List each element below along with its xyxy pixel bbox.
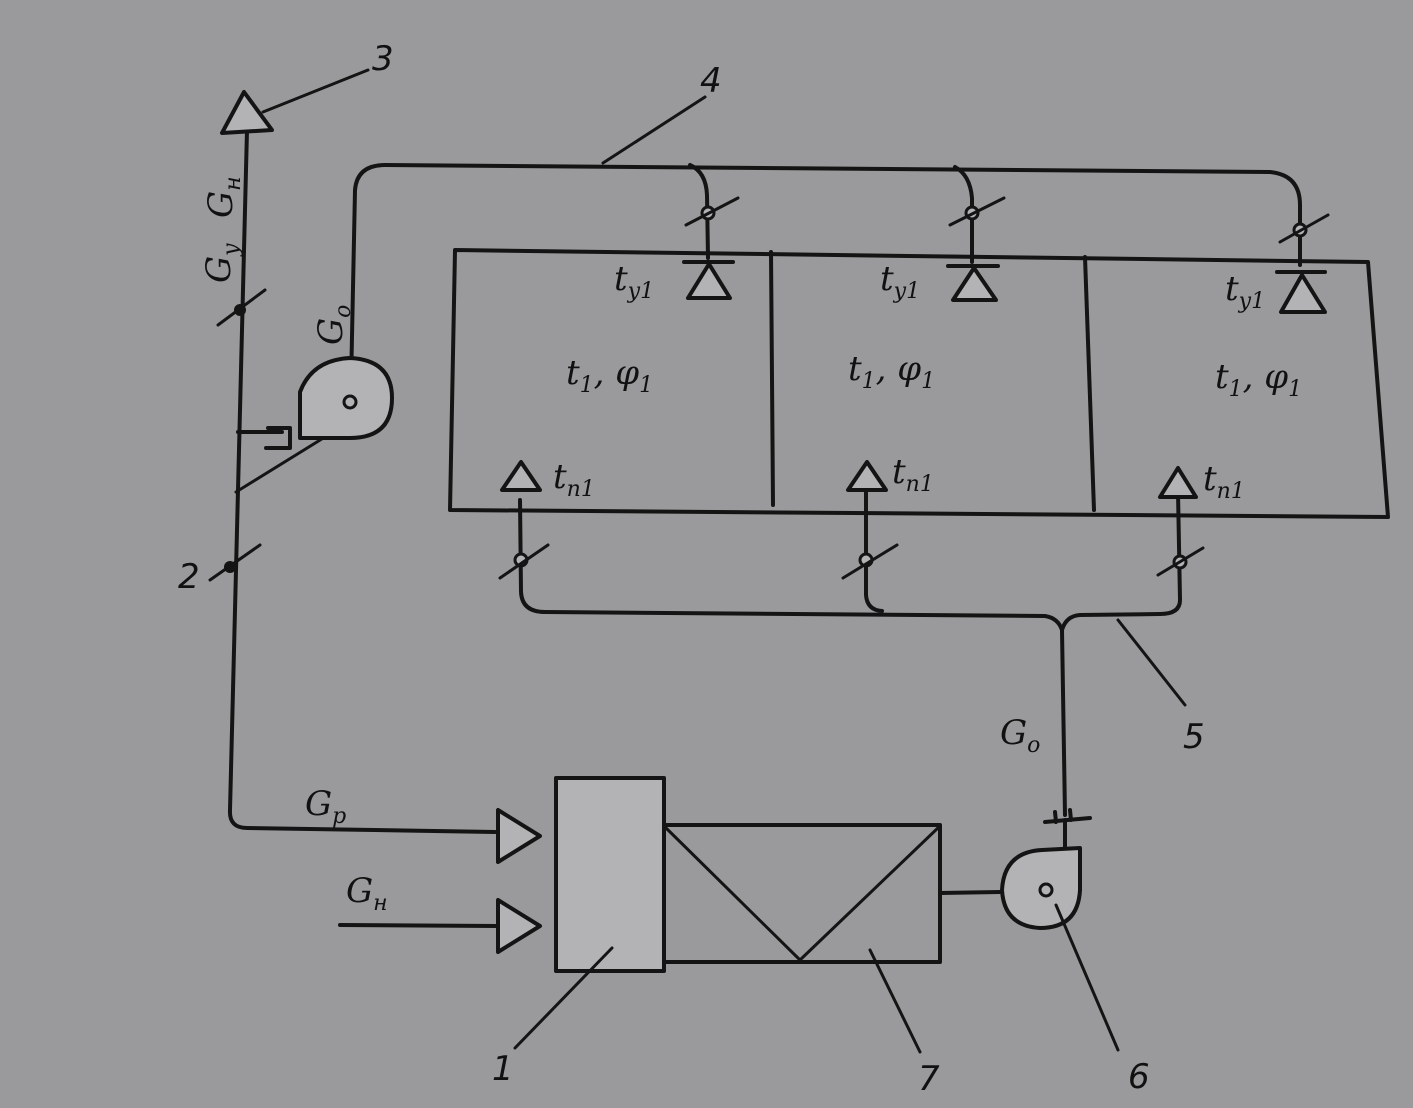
supply-duct — [498, 460, 1205, 817]
supply-diffuser-2-icon — [846, 460, 888, 492]
damper-supply-3-blade — [1156, 546, 1205, 577]
exhaust-grille-1-icon — [686, 262, 732, 300]
label-4: 4 — [700, 61, 722, 101]
damper-left-upper-blade — [216, 288, 267, 327]
label-1: 1 — [492, 1049, 514, 1089]
label-g-p: Gp — [305, 784, 346, 829]
leader-5 — [1116, 618, 1187, 707]
room-3-state: t1, φ1 — [1215, 357, 1302, 402]
leader-6 — [1054, 903, 1120, 1052]
conditioner-7 — [662, 823, 942, 964]
label-g-n-top: Gн — [201, 176, 246, 218]
rooms-block — [448, 248, 1390, 519]
inlet-outdoor-icon — [496, 898, 542, 954]
conditioner-7-filter — [662, 824, 942, 963]
supply-fan-flange — [1043, 808, 1092, 824]
exhaust-branch-1 — [688, 163, 710, 260]
supply-fan — [1000, 808, 1120, 1052]
mixing-chamber-1 — [554, 776, 666, 973]
exhaust-duct — [349, 95, 1330, 387]
label-2: 2 — [178, 557, 200, 597]
room-2-exhaust-temp: ty1 — [880, 259, 920, 304]
supply-branch-3 — [1060, 490, 1182, 632]
damper-exhaust-1-blade — [684, 196, 740, 227]
damper-exhaust-2-blade — [948, 196, 1006, 227]
air-handling-unit — [338, 776, 1002, 1054]
fan-connection — [938, 890, 1002, 895]
supply-diffuser-3-icon — [1158, 466, 1198, 499]
leader-3 — [261, 68, 370, 114]
damper-supply-2-blade — [841, 543, 899, 580]
labels: 3 4 2 5 1 7 6 Gy Gн Go Go Gp Gн ty1 t1, … — [178, 39, 1302, 1099]
label-6: 6 — [1128, 1057, 1150, 1097]
label-g-n-bottom: Gн — [346, 871, 388, 916]
supply-main-line — [518, 498, 1067, 817]
leader-7 — [868, 948, 922, 1054]
leader-4 — [601, 95, 707, 165]
return-fan-hub — [342, 394, 358, 410]
supply-diffuser-1-icon — [500, 460, 542, 492]
return-fan — [264, 356, 394, 450]
return-fan-flange — [264, 426, 292, 450]
supply-fan-hub — [1038, 882, 1054, 898]
room-1-exhaust-temp: ty1 — [614, 259, 654, 304]
left-vertical-line — [227, 128, 497, 834]
exhaust-grille-2-icon — [951, 266, 998, 302]
room-3-exhaust-temp: ty1 — [1225, 269, 1265, 314]
damper-supply-1-blade — [498, 543, 550, 580]
room-2-supply-temp: tn1 — [892, 452, 934, 497]
room-1-state: t1, φ1 — [566, 353, 653, 398]
exhaust-branch-2 — [953, 165, 974, 264]
room-1-supply-temp: tn1 — [553, 457, 595, 502]
room-divider-1 — [769, 250, 775, 507]
supply-branch-2 — [864, 478, 884, 613]
label-g-o-top: Go — [311, 305, 356, 345]
outdoor-air-line — [338, 923, 500, 928]
damper-2-blade — [208, 543, 262, 582]
exhaust-main-line — [349, 163, 1302, 387]
outlet-3-icon — [220, 90, 274, 135]
room-3-supply-temp: tn1 — [1203, 459, 1245, 504]
label-7: 7 — [918, 1059, 940, 1099]
leader-recirc — [234, 435, 327, 494]
damper-exhaust-3-blade — [1278, 213, 1330, 244]
room-2-state: t1, φ1 — [848, 349, 935, 394]
label-g-o-bottom: Go — [1000, 713, 1040, 758]
exhaust-grille-3-icon — [1279, 273, 1327, 314]
room-divider-2 — [1083, 255, 1096, 512]
left-duct — [208, 68, 497, 834]
leader-1 — [513, 946, 614, 1050]
label-5: 5 — [1183, 717, 1205, 757]
rooms-outline — [448, 248, 1390, 519]
label-g-y: Gy — [199, 243, 244, 283]
label-3: 3 — [372, 39, 394, 79]
inlet-recirc-icon — [496, 808, 542, 864]
